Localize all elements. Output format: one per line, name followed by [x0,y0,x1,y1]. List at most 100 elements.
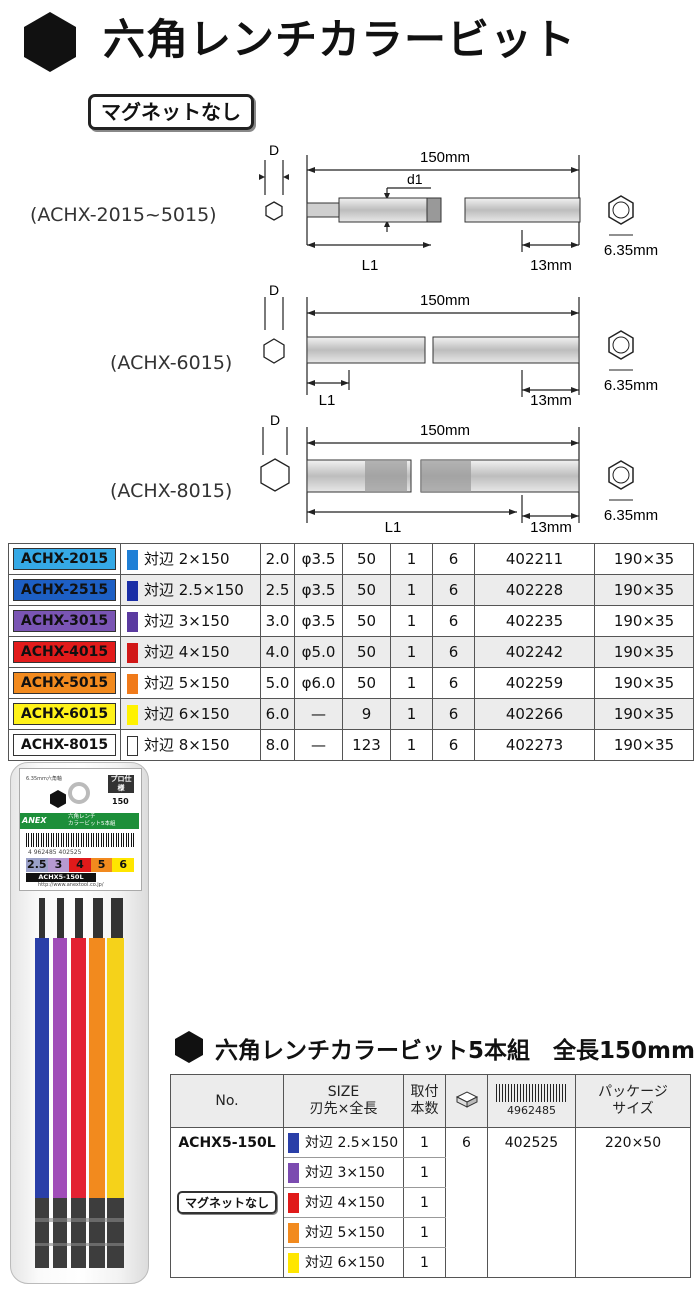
package-green-band [20,813,139,829]
set-table: No. SIZE 刃先×全長 取付 本数 4962485 [170,1074,691,1278]
spec-qty: 1 [390,636,433,668]
spec-code: ACHX-4015 [8,636,121,668]
length-label-3: 150mm [420,422,470,439]
spec-d: 2.5 [260,574,295,606]
package-barcode-number: 4 962485 402525 [28,849,82,856]
no-magnet-badge: マグネットなし [88,94,254,130]
spec-d: 6.0 [260,698,295,730]
spec-pkg: 190×35 [594,574,694,606]
package-hex-icon [50,790,66,808]
model-code-label: ACHX-2015 [13,548,116,570]
pro-badge: プロ仕様 [108,775,134,793]
package-card: 6.35mm六角軸 プロ仕様 150 ANEX 六角レンチ カラービット5本組 … [19,768,142,891]
spec-size: 対辺 2.5×150 [120,574,261,606]
spec-jan: 402211 [474,543,595,575]
size-text: 対辺 2×150 [144,550,230,569]
color-swatch [288,1193,299,1213]
set-hex-icon [175,1031,203,1063]
spec-l1: 50 [342,636,391,668]
size-text: 対辺 6×150 [144,705,230,724]
spec-pack: 6 [432,729,475,761]
color-swatch [127,611,138,632]
header-pkg-line2: サイズ [612,1101,654,1117]
spec-size: 対辺 6×150 [120,698,261,730]
length-label-1: 150mm [420,149,470,166]
package-name-line1: 六角レンチ [68,814,96,820]
spec-l1: 9 [342,698,391,730]
spec-jan: 402273 [474,729,595,761]
set-size-cell: 対辺 5×150 [283,1217,404,1248]
product-package-photo: 6.35mm六角軸 プロ仕様 150 ANEX 六角レンチ カラービット5本組 … [10,762,149,1284]
package-size-chip: 3 [47,858,70,872]
spec-l1: 50 [342,574,391,606]
model-code-label: ACHX-3015 [13,610,116,632]
spec-d1: — [294,729,343,761]
color-swatch [127,580,138,601]
spec-d1: φ5.0 [294,636,343,668]
spec-code: ACHX-6015 [8,698,121,730]
spec-pkg: 190×35 [594,698,694,730]
spec-jan: 402266 [474,698,595,730]
model-code-label: ACHX-5015 [13,672,116,694]
color-swatch [288,1163,299,1183]
hang-hole [68,782,90,804]
set-size-cell: 対辺 6×150 [283,1247,404,1278]
size-text: 対辺 2.5×150 [305,1135,399,1151]
spec-l1: 50 [342,667,391,699]
spec-l1: 123 [342,729,391,761]
set-qty-cell: 1 [403,1157,446,1188]
set-pack-cell: 6 [445,1127,488,1158]
size-text: 対辺 5×150 [305,1225,385,1241]
package-barcode [26,833,134,847]
hex-shank-label-2: 6.35mm [604,377,658,394]
header-pkg: パッケージ サイズ [575,1074,691,1128]
package-code: ACHX5-150L [26,873,96,882]
color-swatch [288,1223,299,1243]
d-label-2: D [269,285,279,298]
spec-d1: — [294,698,343,730]
color-swatch [288,1133,299,1153]
spec-code: ACHX-8015 [8,729,121,761]
spec-jan: 402228 [474,574,595,606]
set-pack-cell [445,1187,488,1218]
spec-jan: 402242 [474,636,595,668]
color-swatch [127,642,138,663]
size-text: 対辺 4×150 [305,1195,385,1211]
set-pkg-cell: 220×50 [575,1127,691,1158]
box-icon [455,1090,478,1108]
set-jan-cell [487,1247,576,1278]
spec-d1: φ3.5 [294,543,343,575]
set-qty-cell: 1 [403,1187,446,1218]
set-pack-cell [445,1157,488,1188]
spec-code: ACHX-2015 [8,543,121,575]
package-size-chip: 5 [90,858,113,872]
d-label-3: D [270,415,280,428]
spec-jan: 402235 [474,605,595,637]
header-qty: 取付 本数 [403,1074,446,1128]
model-code-label: ACHX-2515 [13,579,116,601]
model-code-label: ACHX-8015 [13,734,116,756]
spec-size: 対辺 5×150 [120,667,261,699]
hex-shank-label-3: 6.35mm [604,507,658,524]
l1-label-3: L1 [385,519,402,536]
set-pkg-cell [575,1217,691,1248]
spec-code: ACHX-3015 [8,605,121,637]
model-range-label-1: (ACHX-2015~5015) [30,204,217,226]
spec-d: 5.0 [260,667,295,699]
set-no-cell: マグネットなし [170,1187,284,1218]
header-size-line2: 刃先×全長 [309,1101,378,1117]
spec-qty: 1 [390,574,433,606]
spec-pack: 6 [432,574,475,606]
package-size-chip: 2.5 [26,858,48,872]
size-text: 対辺 8×150 [144,736,230,755]
set-pack-cell [445,1217,488,1248]
bit-diagram-2: 150mm D L1 13mm 6.35mm [263,285,658,409]
spec-d1: φ6.0 [294,667,343,699]
spec-qty: 1 [390,698,433,730]
